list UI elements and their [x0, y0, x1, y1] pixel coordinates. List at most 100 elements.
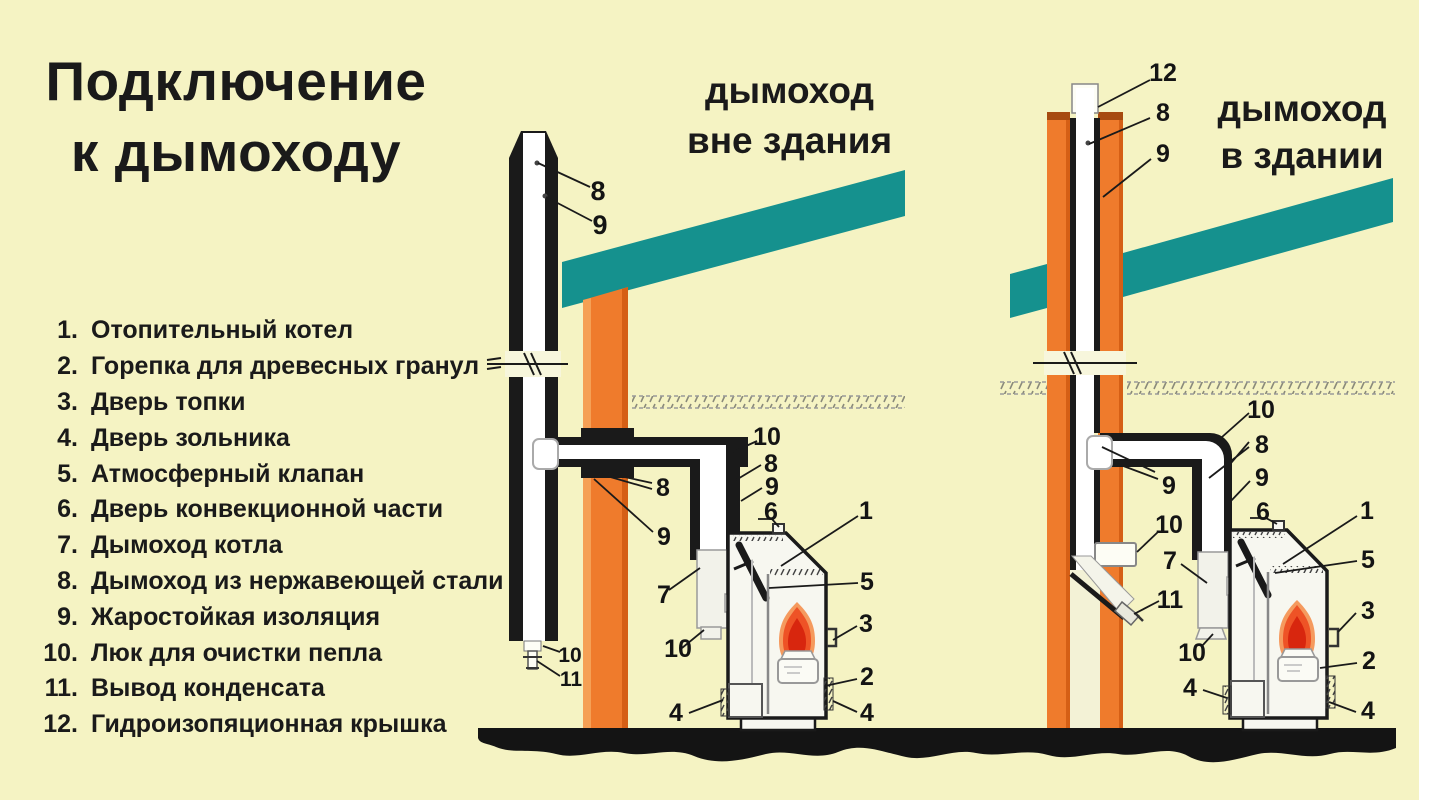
callout-label: 3 — [1361, 597, 1375, 625]
callout-label: 9 — [1156, 140, 1170, 168]
legend-item: 6. Дверь конвекционной части — [28, 492, 504, 528]
callout-label: 4 — [1183, 674, 1197, 702]
legend-item-label: Вывод конденсата — [91, 674, 325, 703]
legend-item: 3. Дверь топки — [28, 385, 504, 421]
callout-label: 3 — [859, 610, 873, 638]
atmospheric-valve — [772, 523, 785, 534]
callout-label: 8 — [656, 474, 670, 502]
roof-beam-left — [1010, 264, 1047, 318]
legend-item-number: 5. — [57, 459, 78, 488]
legend-item: 12.Гидроизопяционная крышка — [28, 707, 504, 743]
roof-beam — [562, 170, 905, 308]
header-chimney-outside: дымоход вне здания — [652, 66, 927, 166]
firebox-door-handle — [1329, 627, 1340, 648]
boiler-flue — [696, 549, 735, 640]
building-wall — [583, 287, 628, 733]
callout-label: 11 — [1157, 586, 1184, 614]
legend-item-label: Атмосферный клапан — [91, 459, 365, 488]
legend-item-number: 6. — [57, 495, 78, 524]
header-line1: дымоход — [1217, 88, 1387, 129]
legend-item: 7. Дымоход котла — [28, 528, 504, 564]
callout-label: 2 — [860, 663, 874, 691]
header-line2: вне здания — [686, 120, 893, 161]
legend-item-label: Люк для очистки пепла — [91, 638, 383, 667]
legend-item-number: 1. — [57, 316, 78, 345]
firebox-door-handle — [827, 627, 838, 648]
masonry-chimney — [1047, 112, 1123, 733]
cleanout-hatch — [1094, 542, 1137, 567]
leader-lines — [536, 79, 1358, 714]
callout-label: 8 — [1255, 431, 1269, 459]
tee-collar — [1086, 435, 1113, 470]
legend-item-label: Дверь зольника — [91, 423, 290, 452]
condensate-drain — [523, 640, 542, 670]
diagram-chimney-outside — [486, 131, 905, 733]
legend-item-number: 8. — [57, 566, 78, 595]
legend-item: 2. Горепка для древесных гранул — [28, 349, 504, 385]
legend-item: 4.Дверь зольника — [28, 420, 504, 456]
ceiling-hatch — [632, 395, 905, 409]
callout-label: 10 — [1155, 511, 1183, 539]
legend-item-number: 7. — [57, 531, 78, 560]
callout-label: 8 — [764, 450, 778, 478]
atmospheric-valve — [1272, 520, 1285, 531]
callout-label: 4 — [669, 699, 683, 727]
connecting-pipe — [545, 437, 748, 560]
ash-door — [1230, 680, 1265, 718]
callout-label: 10 — [1247, 396, 1275, 424]
ash-door — [728, 683, 763, 718]
header-chimney-inside: дымоход в здании — [1178, 85, 1426, 179]
legend-item: 10. Люк для очистки пепла — [28, 635, 504, 671]
legend-item-label: Дверь топки — [91, 387, 246, 416]
callout-label: 8 — [1156, 99, 1170, 127]
legend-item-number: 2. — [57, 352, 78, 381]
legend-item-number: 3. — [57, 387, 78, 416]
page-title: Подключение к дымоходу — [10, 46, 462, 188]
callout-label: 1 — [1360, 497, 1374, 525]
callout-label: 7 — [657, 581, 671, 609]
callout-label: 5 — [860, 568, 874, 596]
callout-label: 9 — [765, 473, 779, 501]
callout-label: 4 — [1361, 697, 1375, 725]
legend-item: 1. Отопительный котел — [28, 313, 504, 349]
callout-label: 9 — [592, 210, 607, 240]
callout-label: 5 — [1361, 546, 1375, 574]
header-line1: дымоход — [705, 70, 874, 111]
legend-item-label: Жаростойкая изоляция — [91, 602, 381, 631]
callout-label: 10 — [558, 644, 581, 667]
legend-item: 5. Атмосферный клапан — [28, 456, 504, 492]
callout-label: 6 — [1256, 498, 1270, 526]
callout-label: 1 — [859, 497, 873, 525]
legend-item-label: Горепка для древесных гранул — [91, 352, 480, 381]
legend-item: 8. Дымоход из нержавеющей стали — [28, 564, 504, 600]
legend-item: 11. Вывод конденсата — [28, 671, 504, 707]
callout-label: 12 — [1149, 59, 1177, 87]
legend-item-number: 9. — [57, 602, 78, 631]
condensate-outlet — [1069, 555, 1144, 627]
header-line2: в здании — [1220, 135, 1384, 176]
legend-item-label: Отопительный котел — [91, 316, 354, 345]
pellet-burner — [1277, 648, 1319, 682]
legend-item-number: 10. — [43, 638, 78, 667]
legend: 1. Отопительный котел 2. Горепка для древе… — [28, 313, 504, 743]
insulated-chimney — [509, 131, 558, 641]
boiler — [720, 523, 838, 732]
page-title-line2: к дымоходу — [70, 121, 402, 183]
boiler — [1222, 520, 1340, 732]
callout-label: 8 — [590, 176, 605, 206]
callout-label: 4 — [860, 699, 874, 727]
ceiling-hatch — [1000, 381, 1395, 395]
callout-label: 10 — [753, 423, 781, 451]
legend-item-number: 11. — [44, 674, 78, 703]
diagram-chimney-inside — [1000, 83, 1395, 733]
callout-label: 9 — [1162, 472, 1176, 500]
callout-labels: 8 9 10 8 9 6 1 5 3 2 4 4 8 9 7 10 10 11 … — [558, 59, 1376, 727]
legend-item-label: Дымоход из нержавеющей стали — [91, 566, 504, 595]
legend-item-label: Дверь конвекционной части — [91, 495, 444, 524]
steel-liner-pipe — [1076, 88, 1094, 570]
legend-item-label: Дымоход котла — [91, 531, 283, 560]
ground — [478, 728, 1396, 763]
page-title-line1: Подключение — [45, 50, 427, 112]
page-edge — [1419, 0, 1430, 800]
